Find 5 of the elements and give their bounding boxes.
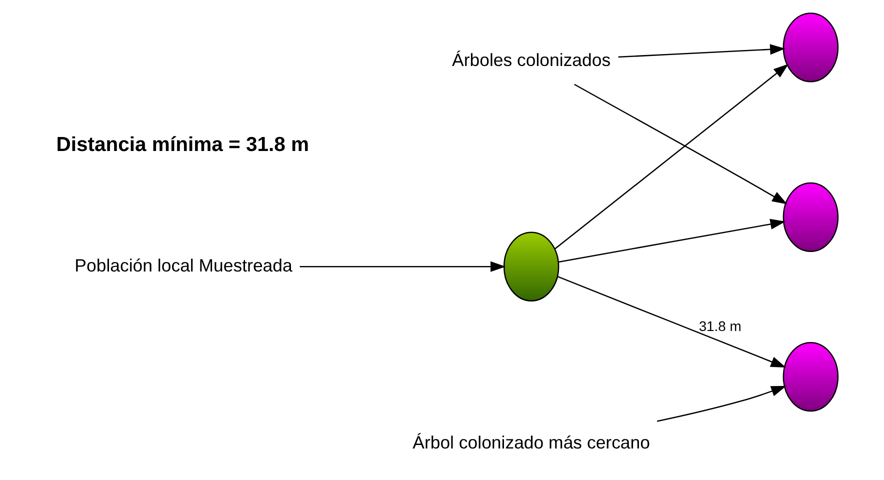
node-text: Población local Muestreada xyxy=(74,255,292,276)
node-text: Árboles colonizados xyxy=(452,50,611,70)
label: Distancia mínima = 31.8 m xyxy=(56,134,310,156)
node-text: Árbol colonizado más cercano xyxy=(412,432,650,453)
edge-label: 31.8 m xyxy=(698,318,742,334)
